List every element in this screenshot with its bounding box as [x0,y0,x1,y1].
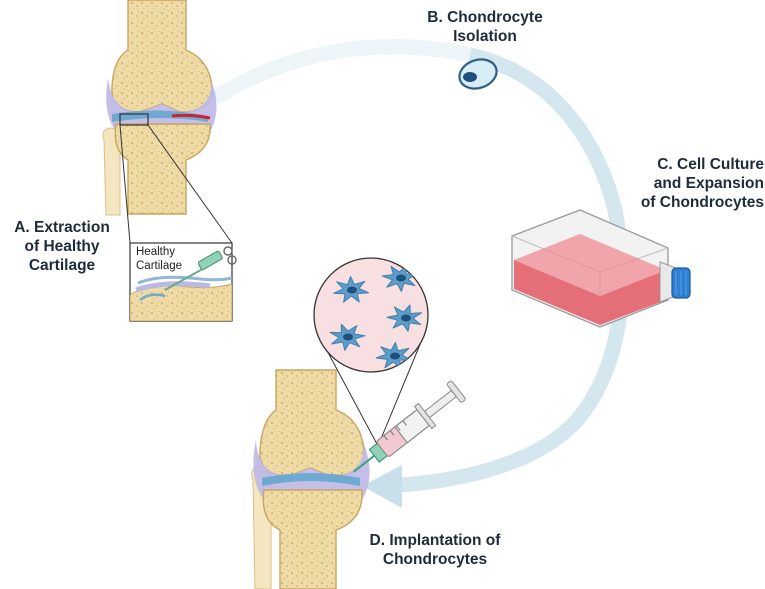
culture-flask-icon [511,209,691,328]
step-b-line1: B. Chondrocyte [427,9,543,26]
syringe-icon [353,380,466,473]
step-c-line3: of Chondrocytes [640,194,764,211]
step-c-line2: and Expansion [653,175,764,192]
step-d-line1: D. Implantation of [369,532,501,549]
step-c-line1: C. Cell Culture [657,156,764,173]
step-b-label: B. Chondrocyte Isolation [410,8,560,46]
chondrocyte-icon [458,58,498,90]
cell-nucleus-icon [343,333,353,341]
step-d-label: D. Implantation of Chondrocytes [355,531,515,569]
step-d-line2: Chondrocytes [382,551,488,568]
cell-magnifier-icon [313,257,429,373]
inset-line1: Healthy [136,246,175,258]
cell-nucleus-icon [401,314,411,322]
step-b-line2: Isolation [453,28,517,45]
step-a-label: A. Extraction of Healthy Cartilage [6,218,118,275]
cartilage-inset [129,242,237,322]
knee-joint-icon [102,0,217,216]
inset-line2: Cartilage [136,260,183,272]
step-a-line1: A. Extraction [14,219,110,236]
biopsy-needle-icon [164,246,237,291]
cell-nucleus-icon [396,274,406,282]
cell-nucleus-icon [390,352,400,360]
cell-nucleus-icon [347,286,357,294]
inset-label: Healthy Cartilage [136,245,182,273]
step-c-label: C. Cell Culture and Expansion of Chondro… [628,155,764,212]
knee-joint-icon [251,369,370,589]
process-arrow-icon [211,39,630,508]
step-a-line3: Cartilage [28,257,96,274]
step-a-line2: of Healthy [24,238,100,255]
